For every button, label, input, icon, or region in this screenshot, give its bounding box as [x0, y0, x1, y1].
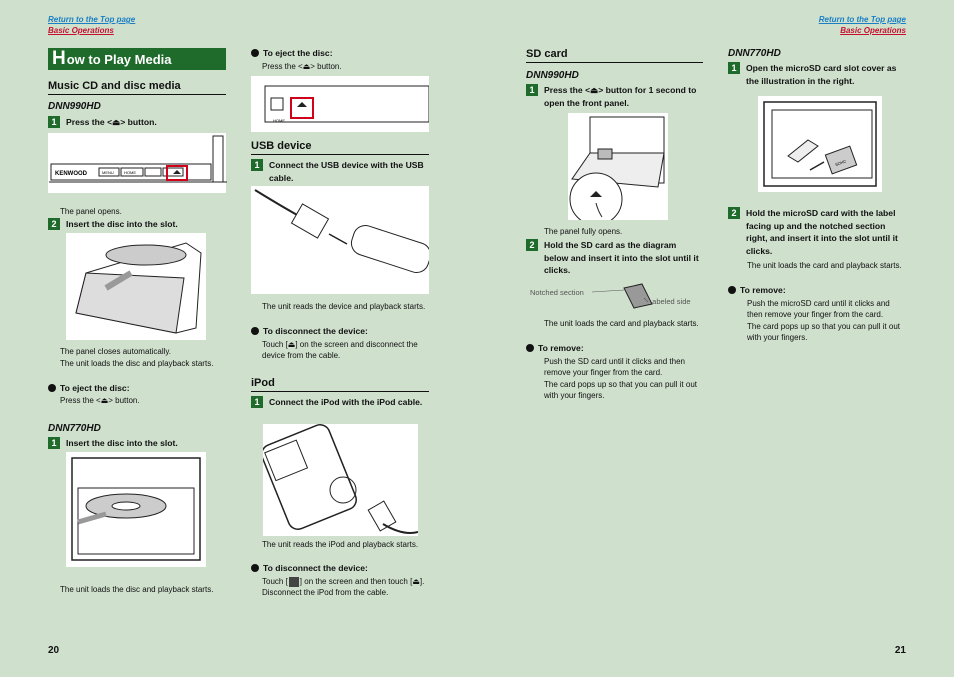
- kenwood-logo: KENWOOD: [55, 171, 88, 177]
- eject-disc-text-2: Press the <⏏> button.: [262, 62, 342, 71]
- panel-fully-opens-note: The panel fully opens.: [544, 227, 623, 236]
- usb-disconnect-text: Touch [⏏] on the screen and disconnect t…: [262, 340, 418, 360]
- home-label: HOME: [273, 118, 285, 123]
- page-number-left: 20: [48, 645, 60, 656]
- step-text: Hold the microSD card with the label fac…: [746, 208, 898, 256]
- usb-illustration: [251, 186, 432, 294]
- top-page-link-left[interactable]: Return to the Top page: [48, 15, 136, 24]
- ipod-disconnect-title: To disconnect the device:: [251, 563, 368, 573]
- step-text: Press the <⏏> button.: [66, 117, 157, 127]
- ipod-illustration: [261, 424, 419, 536]
- step-text: Open the microSD card slot cover as the …: [746, 63, 897, 86]
- disc-loads-note-770: The unit loads the disc and playback sta…: [60, 585, 214, 594]
- insert-disc-illustration: [66, 233, 206, 340]
- eject-disc-title: To eject the disc:: [48, 383, 130, 393]
- step-insert-disc: 2 Insert the disc into the slot.: [48, 218, 178, 231]
- menu-button-label: MENU: [102, 170, 114, 175]
- panel-closes-note: The panel closes automatically.: [60, 347, 172, 356]
- disc-loads-note: The unit loads the disc and playback sta…: [60, 359, 214, 368]
- ipod-disconnect-text: Touch [] on the screen and then touch [⏏…: [262, 576, 428, 598]
- banner-initial: H: [52, 48, 66, 69]
- microsd-remove-title: To remove:: [728, 285, 786, 295]
- step-open-microsd-cover: 1 Open the microSD card slot cover as the…: [728, 62, 906, 87]
- bullet-text: To disconnect the device:: [263, 563, 368, 573]
- step-number: 1: [251, 396, 263, 408]
- sd-remove-title: To remove:: [526, 343, 584, 353]
- step-number: 1: [48, 437, 60, 449]
- step-text: Hold the SD card as the diagram below an…: [544, 240, 699, 275]
- microsd-pops-note: The card pops up so that you can pull it…: [747, 322, 900, 342]
- notched-section-label: Notched section: [530, 288, 584, 297]
- eject-disc-title-2: To eject the disc:: [251, 48, 333, 58]
- usb-heading: USB device: [251, 140, 429, 155]
- step-number: 2: [526, 239, 538, 251]
- microsd-remove-text: Push the microSD card until it clicks an…: [747, 299, 890, 319]
- step-insert-disc-770: 1 Insert the disc into the slot.: [48, 437, 178, 450]
- labeled-side-label: Labeled side: [648, 297, 691, 306]
- home-button-label: HOME: [124, 170, 136, 175]
- step-text: Insert the disc into the slot.: [66, 438, 178, 448]
- sd-pops-note: The card pops up so that you can pull it…: [544, 380, 697, 400]
- step-insert-microsd: 2 Hold the microSD card with the label fa…: [728, 207, 906, 257]
- basic-operations-link-right[interactable]: Basic Operations: [840, 26, 906, 35]
- step-text: Connect the iPod with the iPod cable.: [269, 397, 423, 407]
- panel-opens-note: The panel opens.: [60, 207, 122, 216]
- eject-disc-text: Press the <⏏> button.: [60, 396, 140, 405]
- bullet-text: To remove:: [740, 285, 786, 295]
- step-press-eject: 1 Press the <⏏> button.: [48, 116, 157, 129]
- step-hold-sd: 2 Hold the SD card as the diagram below a…: [526, 239, 703, 277]
- usb-disconnect-title: To disconnect the device:: [251, 326, 368, 336]
- ipod-reads-note: The unit reads the iPod and playback sta…: [262, 540, 419, 549]
- step-number: 1: [526, 84, 538, 96]
- step-number: 1: [48, 116, 60, 128]
- bullet-text: To disconnect the device:: [263, 326, 368, 336]
- sd-card-heading: SD card: [526, 48, 703, 63]
- step-open-panel: 1 Press the <⏏> button for 1 second to op…: [526, 84, 703, 109]
- sd-loads-note: The unit loads the card and playback sta…: [544, 319, 699, 328]
- front-panel-illustration: KENWOOD MENU HOME: [48, 133, 227, 193]
- usb-reads-note: The unit reads the device and playback s…: [262, 302, 426, 311]
- step-connect-ipod: 1 Connect the iPod with the iPod cable.: [251, 396, 429, 409]
- eject-button-illustration: HOME: [251, 76, 430, 132]
- step-number: 2: [728, 207, 740, 219]
- ipod-disconnect-icon: [288, 576, 299, 587]
- eject-highlight: [290, 97, 314, 119]
- ipod-heading: iPod: [251, 377, 429, 392]
- model-dnn770hd-sd: DNN770HD: [728, 48, 781, 59]
- microsd-illustration: SDHC: [758, 96, 882, 192]
- banner-title: ow to Play Media: [66, 51, 172, 67]
- step-text: Press the <⏏> button for 1 second to ope…: [544, 85, 697, 108]
- sd-card-diagram: Notched section Labeled side: [530, 280, 700, 316]
- step-connect-usb: 1 Connect the USB device with the USB cab…: [251, 159, 429, 184]
- top-page-link-right[interactable]: Return to the Top page: [818, 15, 906, 24]
- step-number: 1: [728, 62, 740, 74]
- step-number: 2: [48, 218, 60, 230]
- step-number: 1: [251, 159, 263, 171]
- disc-slot-illustration: [66, 452, 206, 567]
- page-number-right: 21: [894, 645, 906, 656]
- step-text: Insert the disc into the slot.: [66, 219, 178, 229]
- ipod-disc-text-b: ] on the screen and then touch [⏏]. Disc…: [262, 577, 425, 597]
- bullet-text: To eject the disc:: [60, 383, 130, 393]
- step-text: Connect the USB device with the USB cabl…: [269, 160, 424, 183]
- ipod-disc-text-a: Touch [: [262, 577, 288, 586]
- basic-operations-link-left[interactable]: Basic Operations: [48, 26, 114, 35]
- bullet-text: To eject the disc:: [263, 48, 333, 58]
- model-dnn770hd: DNN770HD: [48, 423, 101, 434]
- microsd-loads-note: The unit loads the card and playback sta…: [747, 261, 902, 270]
- sd-panel-illustration: [568, 113, 668, 226]
- bullet-text: To remove:: [538, 343, 584, 353]
- sd-remove-text: Push the SD card until it clicks and the…: [544, 357, 685, 377]
- music-cd-heading: Music CD and disc media: [48, 80, 226, 95]
- model-dnn990hd-sd: DNN990HD: [526, 70, 579, 81]
- model-dnn990hd: DNN990HD: [48, 101, 101, 112]
- sdhc-label: SDHC: [834, 158, 846, 167]
- eject-button-highlight: [166, 165, 188, 181]
